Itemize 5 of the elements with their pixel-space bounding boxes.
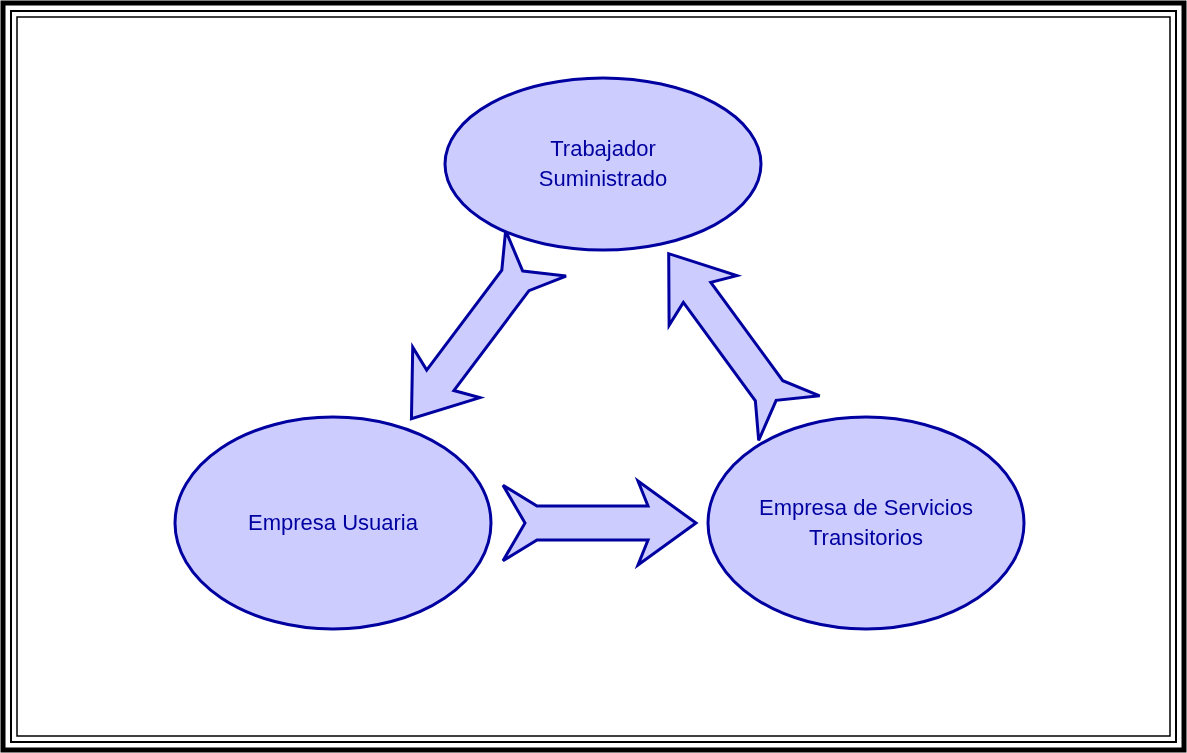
node-label: Trabajador Suministrado (537, 135, 669, 193)
node-label: Empresa de Servicios Transitorios (758, 494, 974, 552)
node-label: Empresa Usuaria (247, 509, 419, 537)
block-arrow (501, 476, 699, 570)
block-arrow (667, 251, 822, 442)
